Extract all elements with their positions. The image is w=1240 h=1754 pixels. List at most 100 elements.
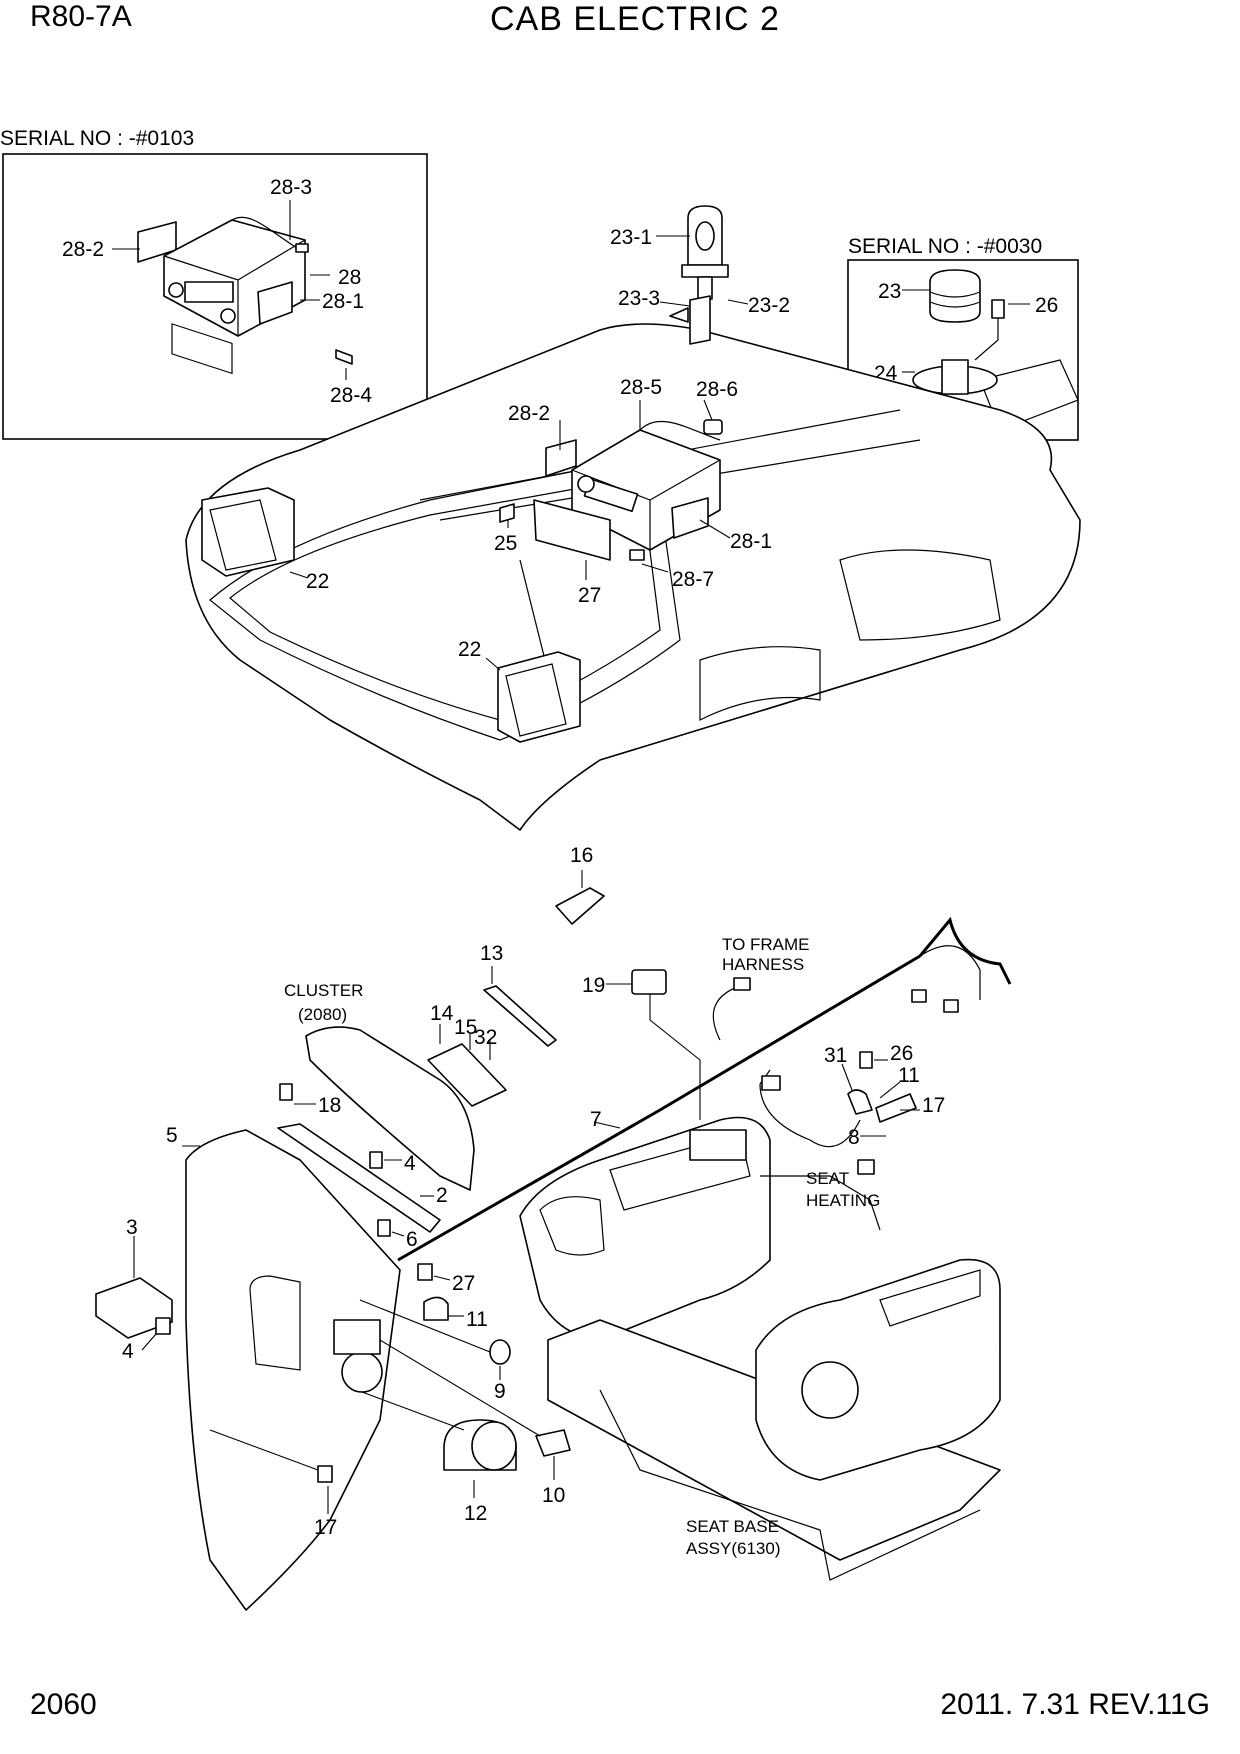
revision-date: 2011. 7.31 REV.11G bbox=[940, 1688, 1210, 1721]
bracket-2 bbox=[277, 1123, 441, 1233]
callout-28-inset: 28 bbox=[338, 266, 361, 289]
console-switch-bank bbox=[689, 1129, 747, 1161]
cluster-housing bbox=[305, 1026, 475, 1191]
inset-radio-box: SERIAL NO : -#0103 28-3 28-2 28 28-1 28-… bbox=[0, 127, 428, 440]
note-to-frame: TO FRAME bbox=[722, 935, 810, 954]
callout-28-6: 28-6 bbox=[696, 378, 738, 401]
callout-23-3: 23-3 bbox=[618, 287, 660, 310]
callout-17-a: 17 bbox=[922, 1094, 945, 1117]
page-title: CAB ELECTRIC 2 bbox=[490, 0, 780, 38]
page-number: 2060 bbox=[30, 1688, 97, 1721]
bolt-17-b bbox=[317, 1465, 333, 1483]
callout-28-5: 28-5 bbox=[620, 376, 662, 399]
callout-23-2: 23-2 bbox=[748, 294, 790, 317]
callout-19: 19 bbox=[582, 974, 605, 997]
note-seat-heating-2: HEATING bbox=[806, 1191, 880, 1210]
beacon-mount bbox=[941, 359, 969, 395]
socket-11 bbox=[423, 1296, 449, 1321]
callout-25: 25 bbox=[494, 532, 517, 555]
harness-connector-a bbox=[911, 989, 927, 1003]
connector-8 bbox=[761, 1075, 781, 1091]
callout-11-b: 11 bbox=[466, 1308, 488, 1331]
note-seat-base-ref: ASSY(6130) bbox=[686, 1539, 781, 1558]
connector-28-6 bbox=[703, 419, 723, 435]
callout-28-7: 28-7 bbox=[672, 568, 714, 591]
hour-meter-face bbox=[471, 1421, 517, 1471]
callout-26: 26 bbox=[890, 1042, 913, 1065]
callout-15: 15 bbox=[454, 1016, 477, 1039]
frame-harness-connector bbox=[733, 977, 751, 991]
callout-28-1: 28-1 bbox=[730, 530, 772, 553]
note-seat-base: SEAT BASE bbox=[686, 1517, 779, 1536]
radio-display bbox=[184, 281, 234, 303]
beacon-lamp-23 bbox=[929, 269, 981, 323]
callout-4-a: 4 bbox=[404, 1152, 416, 1175]
callout-17-b: 17 bbox=[314, 1516, 337, 1539]
note-cluster-ref: (2080) bbox=[298, 1005, 347, 1024]
beacon-lens bbox=[695, 221, 715, 251]
callout-16: 16 bbox=[570, 844, 593, 867]
bolt-18 bbox=[279, 1083, 293, 1101]
panel-socket-hole bbox=[341, 1351, 383, 1393]
callout-26-inset: 26 bbox=[1035, 294, 1058, 317]
side-panel-5 bbox=[185, 1129, 401, 1611]
callout-8: 8 bbox=[848, 1126, 860, 1149]
cupholder bbox=[801, 1361, 859, 1419]
panel-cutout bbox=[249, 1275, 301, 1371]
callout-28-2: 28-2 bbox=[508, 402, 550, 425]
cab-roof: 23-1 23-3 23-2 28-2 28-5 28-6 25 28-1 27… bbox=[185, 205, 1081, 831]
callout-28-2-inset: 28-2 bbox=[62, 238, 104, 261]
work-lamp-22-right bbox=[497, 651, 581, 743]
harness-connector-b bbox=[943, 999, 959, 1013]
switch-16 bbox=[555, 887, 605, 925]
radio-connector bbox=[295, 243, 309, 253]
clamp-17 bbox=[875, 1093, 917, 1123]
trim-strip-13 bbox=[483, 985, 557, 1047]
radio-volume-knob bbox=[577, 475, 595, 493]
callout-9: 9 bbox=[494, 1380, 506, 1403]
callout-18: 18 bbox=[318, 1094, 341, 1117]
radio-bracket-right bbox=[257, 281, 293, 325]
console-assembly: 16 13 19 CLUSTER (2080) 14 15 32 5 18 2 bbox=[95, 844, 1012, 1611]
bolt-26 bbox=[859, 1051, 873, 1069]
callout-12: 12 bbox=[464, 1502, 487, 1525]
callout-28-4: 28-4 bbox=[330, 384, 372, 407]
inset-serial-label: SERIAL NO : -#0103 bbox=[0, 127, 194, 150]
callout-10: 10 bbox=[542, 1484, 565, 1507]
cap-9 bbox=[489, 1339, 511, 1365]
callout-27: 27 bbox=[452, 1272, 475, 1295]
console-rear bbox=[755, 1258, 1001, 1481]
callout-28-3: 28-3 bbox=[270, 176, 312, 199]
bracket-28-2 bbox=[545, 439, 577, 477]
callout-22-a: 22 bbox=[306, 570, 329, 593]
callout-31: 31 bbox=[824, 1044, 847, 1067]
beacon-collar bbox=[681, 264, 729, 278]
roof-glass bbox=[229, 487, 661, 721]
note-to-frame-2: HARNESS bbox=[722, 955, 804, 974]
screw-25 bbox=[499, 503, 515, 523]
bracket-28-1 bbox=[671, 497, 709, 539]
callout-28-1-inset: 28-1 bbox=[322, 290, 364, 313]
radio-knob-right bbox=[220, 308, 236, 324]
callout-2: 2 bbox=[436, 1184, 448, 1207]
mount-plate-27 bbox=[533, 499, 611, 561]
bolt-27 bbox=[417, 1263, 433, 1281]
roof-window-frame bbox=[209, 469, 681, 741]
callout-7: 7 bbox=[590, 1108, 602, 1131]
callout-23-1: 23-1 bbox=[610, 226, 652, 249]
socket-10 bbox=[535, 1429, 571, 1457]
bolt-4-a bbox=[369, 1151, 383, 1169]
connector-28-7 bbox=[629, 549, 645, 561]
callout-3: 3 bbox=[126, 1216, 138, 1239]
work-lamp-22-left bbox=[201, 487, 295, 577]
callout-4-b: 4 bbox=[122, 1340, 134, 1363]
beacon-bracket-23-2 bbox=[689, 295, 711, 345]
rocker-switch-19 bbox=[631, 969, 667, 995]
switch-panel-14 bbox=[427, 1043, 507, 1107]
callout-23: 23 bbox=[878, 280, 901, 303]
bolt-4-b bbox=[155, 1317, 171, 1335]
model-number: R80-7A bbox=[30, 0, 132, 33]
callout-14: 14 bbox=[430, 1002, 454, 1025]
callout-27-top: 27 bbox=[578, 584, 601, 607]
